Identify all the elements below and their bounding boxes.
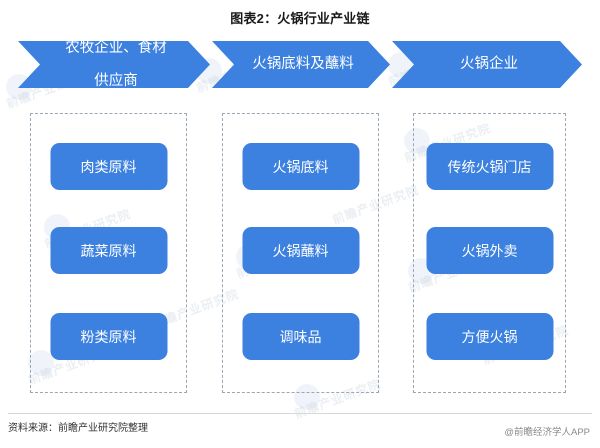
stage-banner-midstream-label: 火锅底料及蘸料 [252,56,354,73]
node-downstream-2[interactable]: 方便火锅 [426,313,553,360]
column-midstream: 火锅底料 火锅蘸料 调味品 [222,113,379,393]
stage-banner-upstream-line2: 供应商 [94,72,138,89]
node-midstream-2[interactable]: 调味品 [242,313,359,360]
node-upstream-1[interactable]: 蔬菜原料 [50,227,167,274]
stage-banner-upstream[interactable]: 农牧企业、食材 供应商 [18,41,210,88]
node-upstream-0[interactable]: 肉类原料 [50,143,167,190]
node-downstream-1[interactable]: 火锅外卖 [426,227,553,274]
stage-banner-upstream-line1: 农牧企业、食材 [65,39,167,56]
stage-banner-row: 农牧企业、食材 供应商 火锅底料及蘸料 火锅企业 [0,41,600,88]
node-midstream-0[interactable]: 火锅底料 [242,143,359,190]
chart-title: 图表2：火锅行业产业链 [230,11,370,26]
node-upstream-2[interactable]: 粉类原料 [50,313,167,360]
source-note: 资料来源：前瞻产业研究院整理 [8,423,148,434]
column-upstream: 肉类原料 蔬菜原料 粉类原料 [30,113,187,393]
node-downstream-0[interactable]: 传统火锅门店 [426,143,553,190]
stage-banner-downstream-label: 火锅企业 [460,56,518,73]
column-downstream: 传统火锅门店 火锅外卖 方便火锅 [413,113,566,393]
stage-columns: 肉类原料 蔬菜原料 粉类原料 火锅底料 火锅蘸料 调味品 传统火锅门店 火锅外卖… [0,113,600,395]
footer-divider [8,413,592,414]
stage-banner-downstream[interactable]: 火锅企业 [392,41,582,88]
attribution-note: @前瞻经济学人APP [504,427,590,438]
node-midstream-1[interactable]: 火锅蘸料 [242,227,359,274]
stage-banner-midstream[interactable]: 火锅底料及蘸料 [212,41,390,88]
